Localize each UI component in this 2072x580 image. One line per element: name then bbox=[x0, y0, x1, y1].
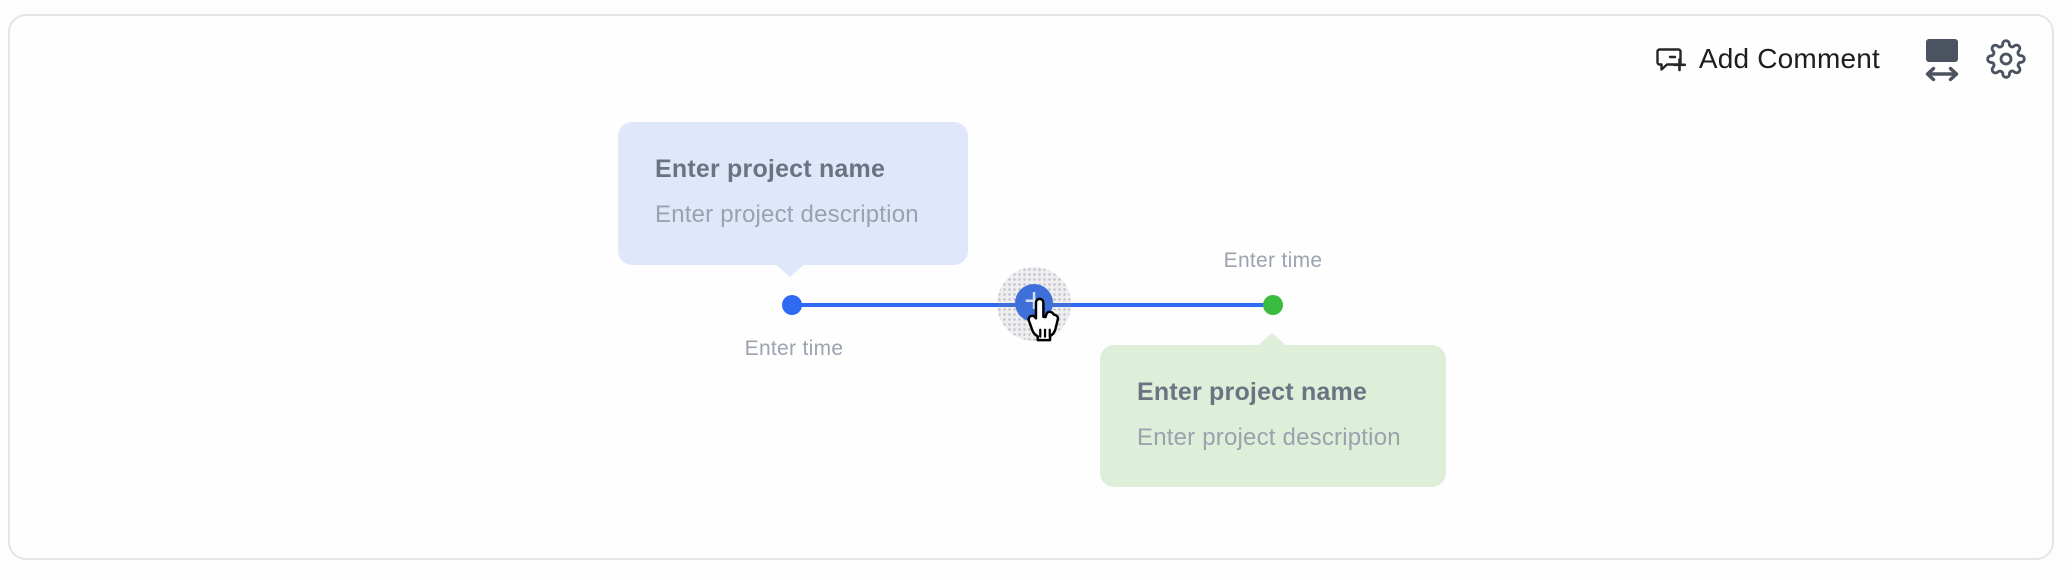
comment-plus-icon bbox=[1653, 42, 1687, 76]
event-description-input[interactable]: Enter project description bbox=[1137, 424, 1401, 451]
toolbar: Add Comment bbox=[1653, 34, 2026, 84]
event-description-input[interactable]: Enter project description bbox=[655, 201, 919, 228]
frame-width-icon[interactable] bbox=[1920, 34, 1964, 84]
timeline-node-start[interactable] bbox=[782, 295, 802, 315]
add-comment-button[interactable]: Add Comment bbox=[1653, 42, 1880, 76]
add-event-button[interactable]: + bbox=[1015, 284, 1053, 322]
add-comment-label: Add Comment bbox=[1698, 43, 1880, 74]
event-card-2[interactable]: Enter project name Enter project descrip… bbox=[1100, 333, 1446, 487]
event-title-input[interactable]: Enter project name bbox=[655, 155, 886, 183]
gear-icon[interactable] bbox=[1986, 39, 2026, 79]
card-pointer bbox=[1257, 333, 1287, 346]
card-pointer bbox=[775, 264, 805, 277]
event-time-input-2[interactable]: Enter time bbox=[1223, 249, 1323, 272]
timeline-node-end[interactable] bbox=[1263, 295, 1283, 315]
event-time-input-1[interactable]: Enter time bbox=[744, 337, 844, 360]
event-card-1[interactable]: Enter project name Enter project descrip… bbox=[618, 122, 968, 277]
plus-icon: + bbox=[1024, 282, 1044, 320]
event-title-input[interactable]: Enter project name bbox=[1137, 378, 1368, 406]
